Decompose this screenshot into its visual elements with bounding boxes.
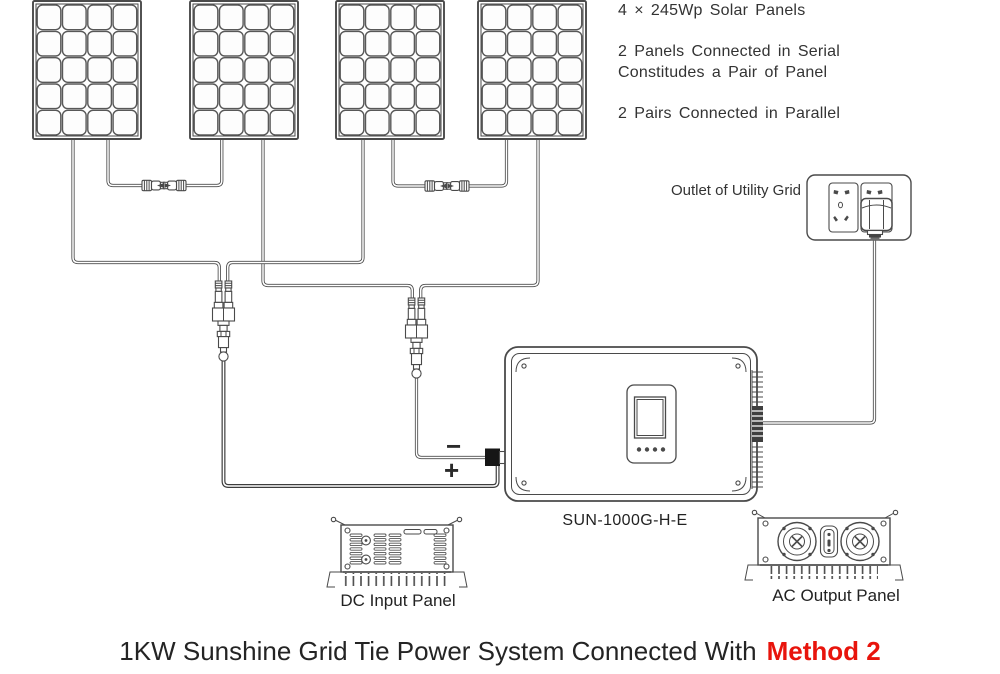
dc-plus-sign: + <box>444 455 460 485</box>
dc-minus-sign: − <box>446 431 462 461</box>
ac-panel-fan-left <box>777 521 817 562</box>
inverter-display-panel <box>626 384 677 464</box>
outlet-label: Outlet of Utility Grid <box>670 182 801 199</box>
utility-grid-outlet <box>806 174 912 241</box>
y-branch-connector-right <box>404 297 429 379</box>
diagram-title-main: 1KW Sunshine Grid Tie Power System Conne… <box>119 636 757 666</box>
note-parallel: 2 Pairs Connected in Parallel <box>618 105 841 122</box>
diagram-title-method: Method 2 <box>766 636 881 666</box>
ac-plug <box>860 197 893 241</box>
dc-input-panel-device <box>326 516 468 588</box>
diagram-title: 1KW Sunshine Grid Tie Power System Conne… <box>0 636 1000 667</box>
note-serial-line1: 2 Panels Connected in Serial <box>618 43 840 60</box>
solar-panel-4 <box>478 1 586 139</box>
dc-panel-vents <box>349 529 447 565</box>
mc4-serial-connector-1 <box>141 179 187 192</box>
solar-panel-2 <box>190 1 298 139</box>
solar-panel-1 <box>33 1 141 139</box>
mc4-serial-connector-2 <box>424 180 470 192</box>
ac-output-panel-device <box>744 509 904 581</box>
outlet-socket-left <box>828 182 859 233</box>
ac-panel-heatsink <box>744 564 904 581</box>
ac-panel-fan-right <box>840 521 880 562</box>
y-branch-connector-left <box>211 280 236 362</box>
grid-tie-inverter <box>504 346 763 502</box>
dc-input-panel-label: DC Input Panel <box>340 591 456 610</box>
note-serial-line2: Constitudes a Pair of Panel <box>618 64 828 81</box>
inverter-heatsink-fins <box>751 370 763 489</box>
dc-panel-heatsink <box>326 571 468 588</box>
ac-output-panel-label: AC Output Panel <box>772 586 900 605</box>
inverter-model-label: SUN-1000G-H-E <box>562 512 688 529</box>
ac-panel-socket <box>819 525 839 558</box>
solar-panel-3 <box>336 1 444 139</box>
note-panel-count: 4 × 245Wp Solar Panels <box>618 2 806 19</box>
